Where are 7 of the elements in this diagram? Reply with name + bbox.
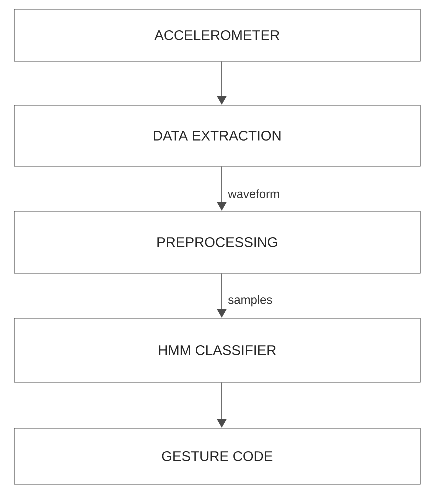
edge-label: samples	[228, 295, 272, 307]
process-box: PREPROCESSING	[14, 211, 421, 274]
process-box: ACCELEROMETER	[14, 9, 421, 62]
process-box: DATA EXTRACTION	[14, 105, 421, 167]
edge-label: waveform	[228, 190, 280, 198]
process-box: HMM CLASSIFIER	[14, 318, 421, 383]
process-box: GESTURE CODE	[14, 428, 421, 485]
